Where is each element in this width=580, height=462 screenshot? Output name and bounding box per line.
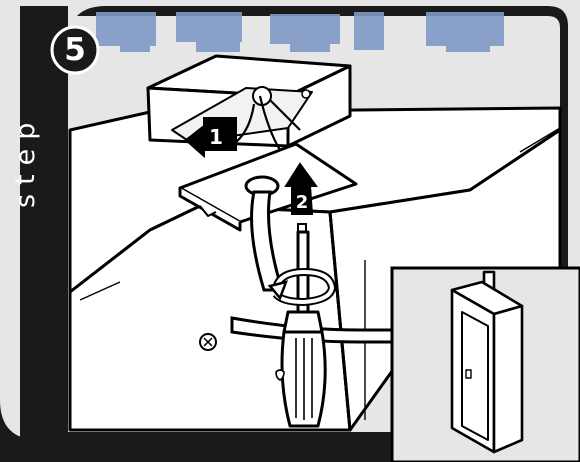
screwdriver-ferrule	[284, 312, 322, 332]
cabinet-bolt	[276, 370, 284, 380]
step-word: step	[14, 138, 38, 208]
screw-slot	[302, 90, 310, 98]
panel-side	[494, 306, 522, 452]
arrow-one-label: 1	[209, 125, 223, 149]
panel-latch	[466, 370, 471, 378]
arrow-two-label: 2	[296, 192, 309, 213]
inset-panel	[392, 268, 580, 462]
step-number: 5	[52, 27, 98, 73]
electrical-panel-icon	[452, 272, 522, 452]
mounting-symbol	[200, 334, 216, 350]
